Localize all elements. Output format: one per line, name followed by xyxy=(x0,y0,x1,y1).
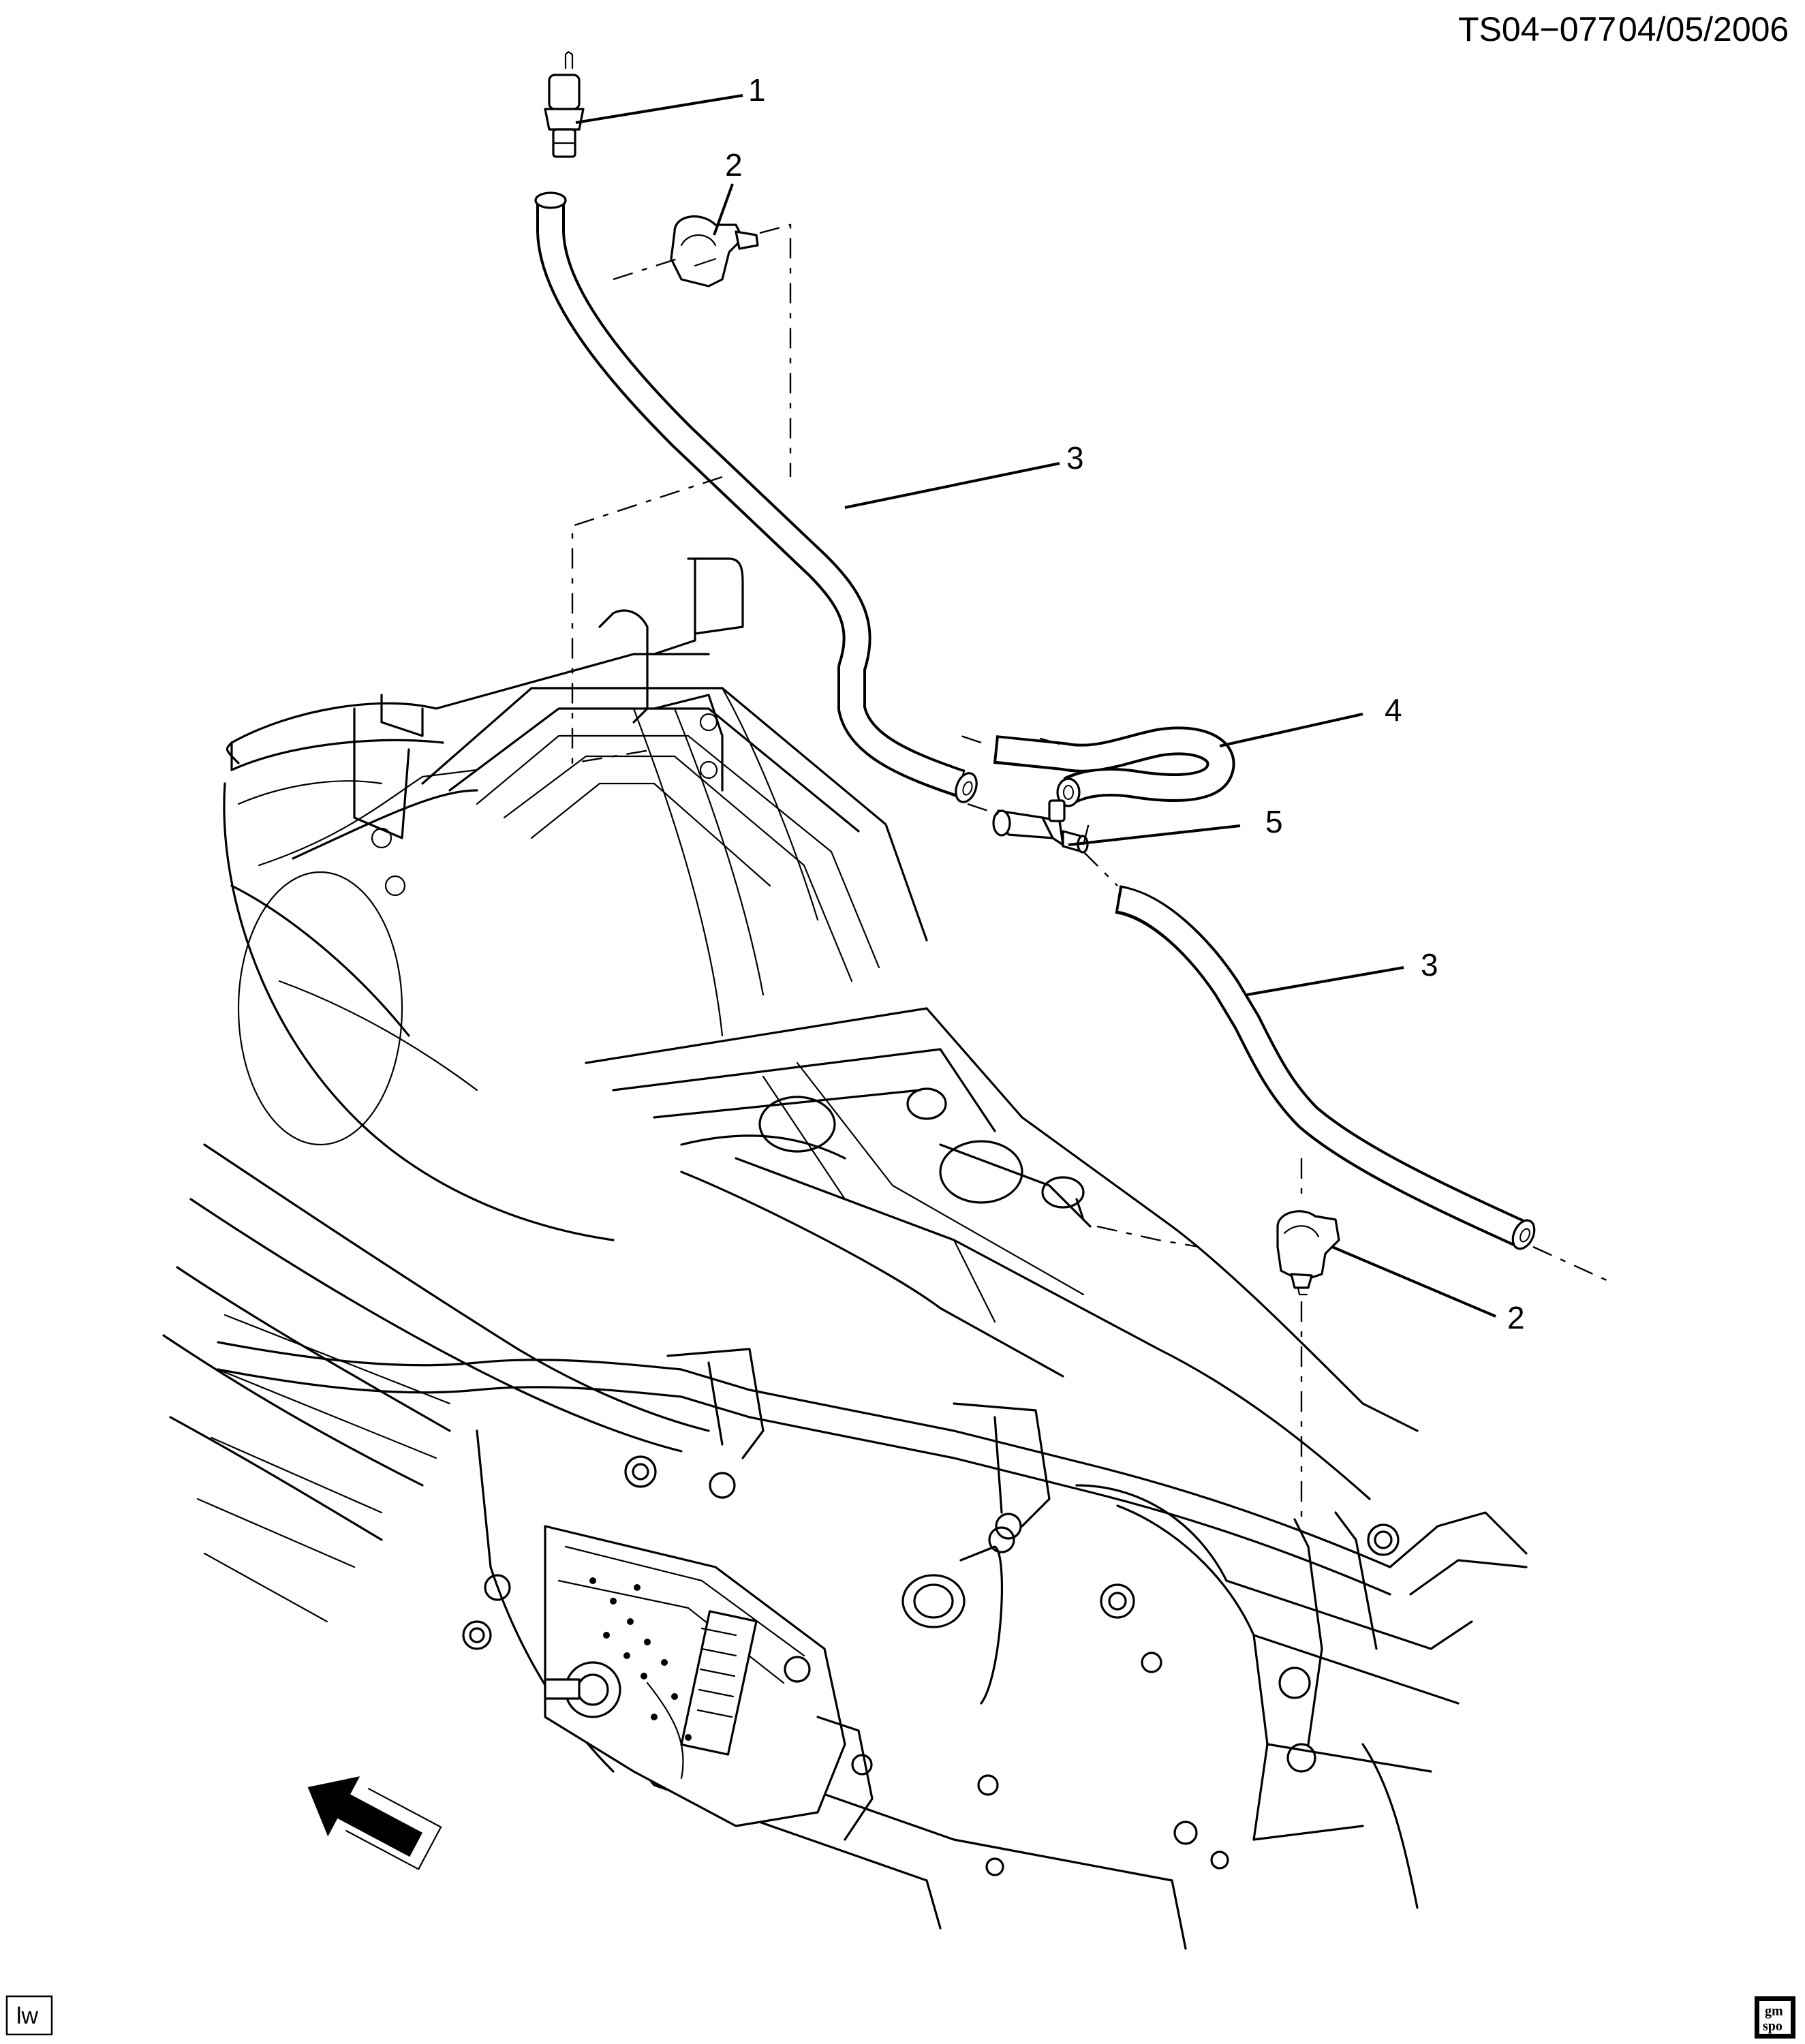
vent-hose-lower xyxy=(1114,885,1536,1250)
callout-2-upper: 2 xyxy=(713,147,743,236)
callout-2-lower: 2 xyxy=(1331,1245,1525,1335)
callout-5: 5 xyxy=(1068,804,1283,846)
callout-3-lower: 3 xyxy=(1246,947,1438,996)
svg-text:5: 5 xyxy=(1265,804,1283,839)
vent-hose-upper xyxy=(534,191,978,803)
illustrator-code-box: lw xyxy=(5,1995,53,2036)
transmission-assembly xyxy=(162,557,1528,1950)
vent-hose-short xyxy=(993,726,1235,807)
svg-text:2: 2 xyxy=(725,147,743,183)
svg-text:3: 3 xyxy=(1066,440,1084,476)
hose-clip-upper xyxy=(670,215,759,288)
svg-text:3: 3 xyxy=(1421,947,1438,982)
svg-text:spo: spo xyxy=(1763,2019,1783,2034)
front-direction-arrow: FRT xyxy=(307,1776,442,1870)
callout-3-upper: 3 xyxy=(844,440,1084,509)
hose-clip-lower xyxy=(1276,1210,1340,1296)
svg-text:2: 2 xyxy=(1507,1300,1525,1335)
svg-text:gm: gm xyxy=(1765,2004,1783,2019)
range-selector-switch xyxy=(484,1525,874,1841)
assembly-centerlines xyxy=(571,223,1609,1526)
callout-4: 4 xyxy=(1219,692,1402,747)
vent-cap xyxy=(544,50,585,158)
hose-connector xyxy=(992,799,1089,854)
drawing-date: 04/05/2006 xyxy=(1618,10,1789,48)
drawing-id: TS04−077 xyxy=(1458,10,1616,48)
svg-text:4: 4 xyxy=(1385,692,1402,728)
gm-spo-logo: gm spo xyxy=(1755,1996,1795,2039)
callout-1: 1 xyxy=(575,72,766,124)
illustrator-code: lw xyxy=(16,2003,39,2029)
svg-text:1: 1 xyxy=(748,72,766,108)
